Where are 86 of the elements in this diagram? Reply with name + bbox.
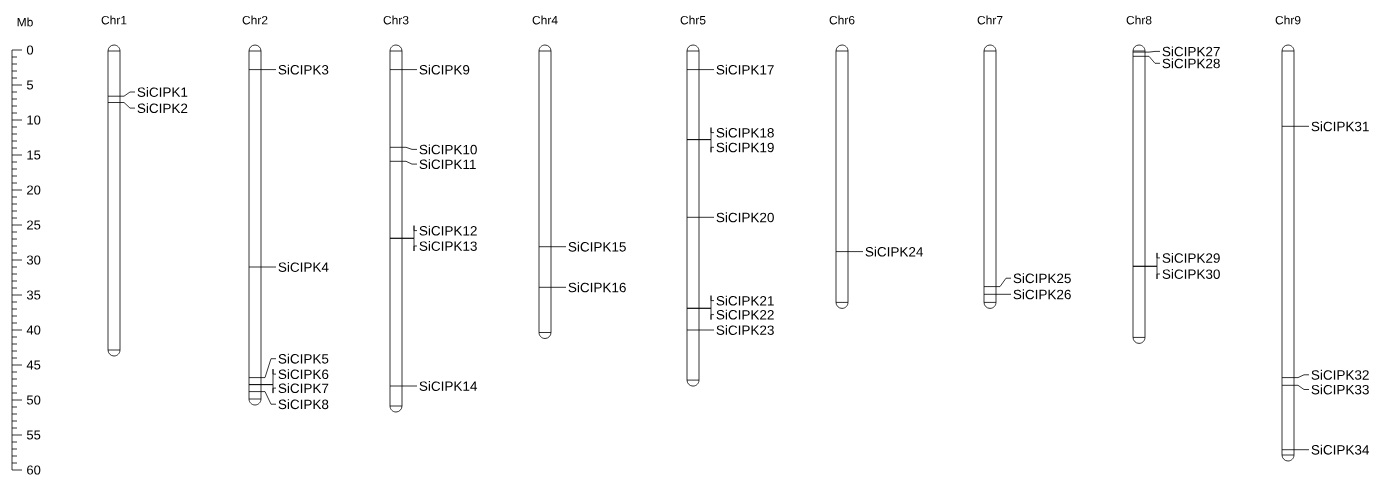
leader-line — [686, 69, 715, 70]
tick-label: 55 — [26, 430, 41, 440]
gene-label: SiCIPK20 — [716, 212, 774, 223]
leader-line — [389, 237, 418, 252]
tick-label: 10 — [27, 115, 41, 125]
chromosome-label: Chr6 — [829, 15, 855, 25]
tick-label: 25 — [27, 220, 41, 230]
tick-label: 40 — [26, 325, 41, 335]
leader-line — [835, 251, 864, 252]
leader-line — [389, 385, 418, 387]
leader-line — [107, 102, 136, 109]
tick-label: 45 — [26, 360, 41, 370]
tick-label: 0 — [26, 45, 34, 55]
gene-label: SiCIPK6 — [278, 369, 329, 380]
leader-line — [389, 160, 418, 165]
chromosome-label: Chr2 — [242, 15, 268, 25]
chromosome-label: Chr8 — [1126, 15, 1152, 25]
leader-line — [1281, 384, 1310, 390]
leader-line — [389, 146, 418, 150]
leader-line — [248, 358, 277, 378]
chromosome-label: Chr4 — [532, 15, 558, 25]
axis-unit: Mb — [17, 17, 33, 27]
leader-line — [248, 384, 277, 394]
leader-line — [686, 139, 715, 153]
gene-label: SiCIPK7 — [278, 383, 329, 394]
gene-label: SiCIPK4 — [278, 262, 329, 272]
leader-line — [538, 246, 567, 248]
gene-label: SiCIPK29 — [1162, 252, 1220, 263]
leader-line — [686, 216, 715, 218]
gene-label: SiCIPK24 — [865, 246, 924, 257]
gene-label: SiCIPK25 — [1013, 273, 1071, 284]
tick-label: 15 — [27, 150, 41, 160]
tick-label: 5 — [26, 80, 34, 90]
leader-line — [983, 277, 1012, 287]
chromosome-label: Chr5 — [680, 15, 706, 25]
chromosome-label: Chr7 — [977, 15, 1003, 25]
leader-line — [1132, 51, 1161, 53]
leader-line — [1281, 125, 1310, 127]
gene-label: SiCIPK27 — [1162, 46, 1220, 57]
chromosome-label: Chr3 — [383, 15, 409, 25]
tick-label: 20 — [27, 185, 41, 195]
leader-line — [107, 91, 136, 97]
gene-label: SiCIPK33 — [1311, 384, 1369, 395]
chromosome-label: Chr1 — [101, 15, 127, 25]
gene-label: SiCIPK26 — [1013, 289, 1071, 300]
tick-label: 60 — [27, 465, 41, 475]
gene-label: SiCIPK15 — [568, 241, 626, 252]
leader-line — [686, 307, 715, 320]
leader-line — [1281, 449, 1310, 451]
gene-label: SiCIPK8 — [278, 399, 329, 410]
gene-label: SiCIPK5 — [278, 353, 329, 364]
leader-line — [248, 69, 277, 70]
gene-label: SiCIPK22 — [716, 309, 774, 320]
gene-label: SiCIPK32 — [1311, 369, 1369, 380]
gene-label: SiCIPK18 — [716, 127, 774, 138]
gene-label: SiCIPK19 — [716, 142, 774, 153]
gene-label: SiCIPK30 — [1162, 269, 1220, 279]
leader-line — [686, 329, 715, 331]
gene-label: SiCIPK3 — [278, 64, 329, 75]
leader-line — [983, 293, 1012, 295]
leader-line — [1132, 55, 1161, 64]
gene-label: SiCIPK21 — [716, 295, 774, 306]
leader-line — [389, 69, 418, 70]
gene-label: SiCIPK31 — [1311, 121, 1369, 132]
leader-line — [1281, 374, 1310, 378]
leader-line — [248, 391, 277, 405]
chromosome-label: Chr9 — [1275, 15, 1301, 25]
leader-line — [538, 286, 567, 288]
gene-label: SiCIPK13 — [419, 241, 477, 251]
gene-label: SiCIPK16 — [568, 282, 626, 293]
gene-label: SiCIPK14 — [419, 381, 478, 391]
gene-label: SiCIPK23 — [716, 325, 774, 335]
gene-label: SiCIPK11 — [419, 159, 476, 170]
leader-line — [1132, 265, 1161, 280]
gene-label: SiCIPK9 — [419, 64, 470, 75]
gene-label: SiCIPK17 — [716, 64, 774, 75]
tick-label: 35 — [26, 290, 41, 300]
leader-line — [248, 266, 277, 268]
gene-label: SiCIPK10 — [419, 144, 477, 155]
gene-label: SiCIPK34 — [1311, 444, 1370, 455]
gene-label: SiCIPK28 — [1162, 58, 1220, 69]
tick-label: 30 — [26, 255, 41, 265]
gene-label: SiCIPK12 — [419, 225, 477, 236]
tick-label: 50 — [26, 395, 41, 405]
gene-label: SiCIPK1 — [137, 87, 188, 97]
gene-label: SiCIPK2 — [137, 103, 188, 114]
